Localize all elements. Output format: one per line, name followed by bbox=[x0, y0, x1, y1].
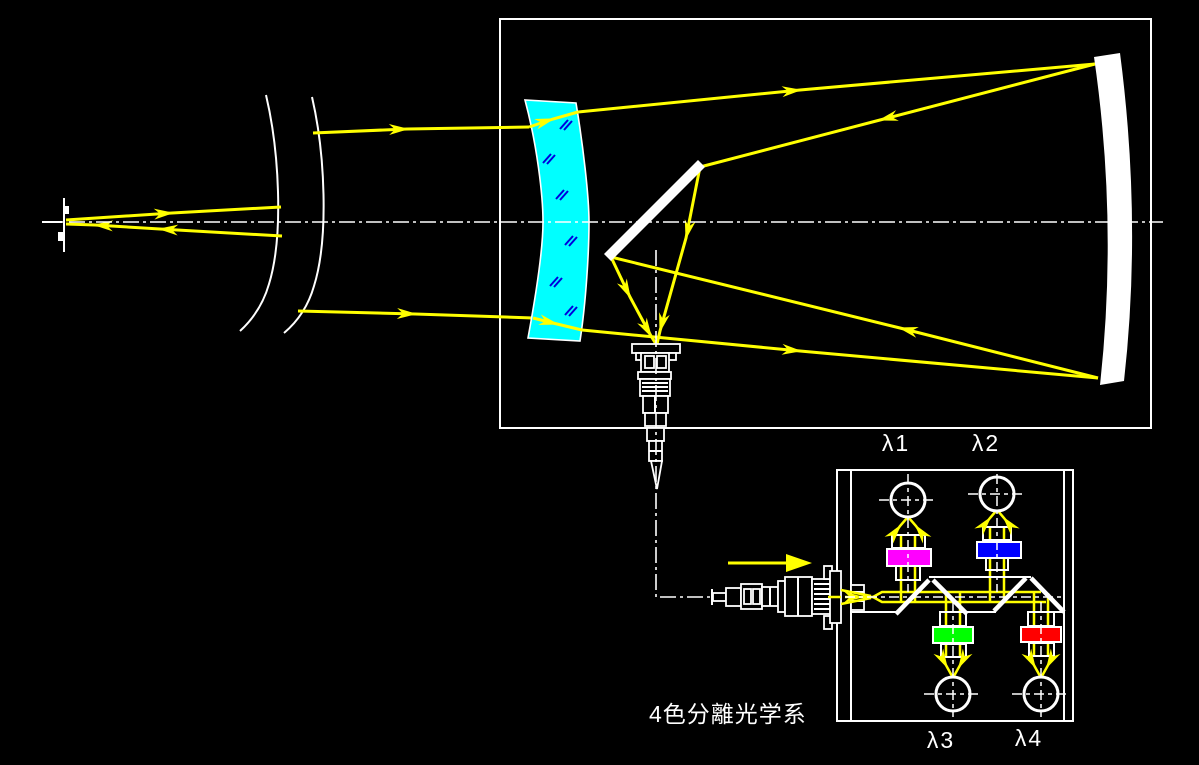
lambda4-label: λ4 bbox=[1014, 725, 1044, 751]
lambda3-label: λ3 bbox=[926, 727, 956, 753]
channel-lambda1 bbox=[884, 481, 932, 581]
focus-fiber-connector bbox=[631, 343, 681, 490]
channel-lambda2 bbox=[974, 475, 1022, 571]
entry-rays bbox=[65, 124, 534, 320]
filter-lambda2 bbox=[976, 541, 1022, 559]
lens-glass-hatch bbox=[542, 119, 578, 317]
separation-beams bbox=[828, 527, 1050, 656]
fold-mirror bbox=[604, 160, 705, 261]
separation-box-caption: 4色分離光学系 bbox=[649, 701, 807, 727]
focal-point-marker bbox=[42, 198, 69, 252]
beam-direction-arrow bbox=[728, 554, 812, 572]
beam-break-symbol bbox=[239, 94, 325, 334]
telescope-rays bbox=[528, 62, 1099, 380]
corrector-lens bbox=[523, 99, 590, 342]
primary-mirror bbox=[1094, 53, 1133, 385]
lambda2-label: λ2 bbox=[971, 430, 1001, 456]
filter-lambda1 bbox=[886, 548, 932, 567]
beamsplitter-prisms bbox=[851, 576, 1066, 616]
optical-axes bbox=[42, 221, 1163, 717]
relay-fiber-connector bbox=[711, 576, 839, 617]
telescope-enclosure-box bbox=[499, 18, 1152, 429]
lambda1-label: λ1 bbox=[881, 430, 911, 456]
